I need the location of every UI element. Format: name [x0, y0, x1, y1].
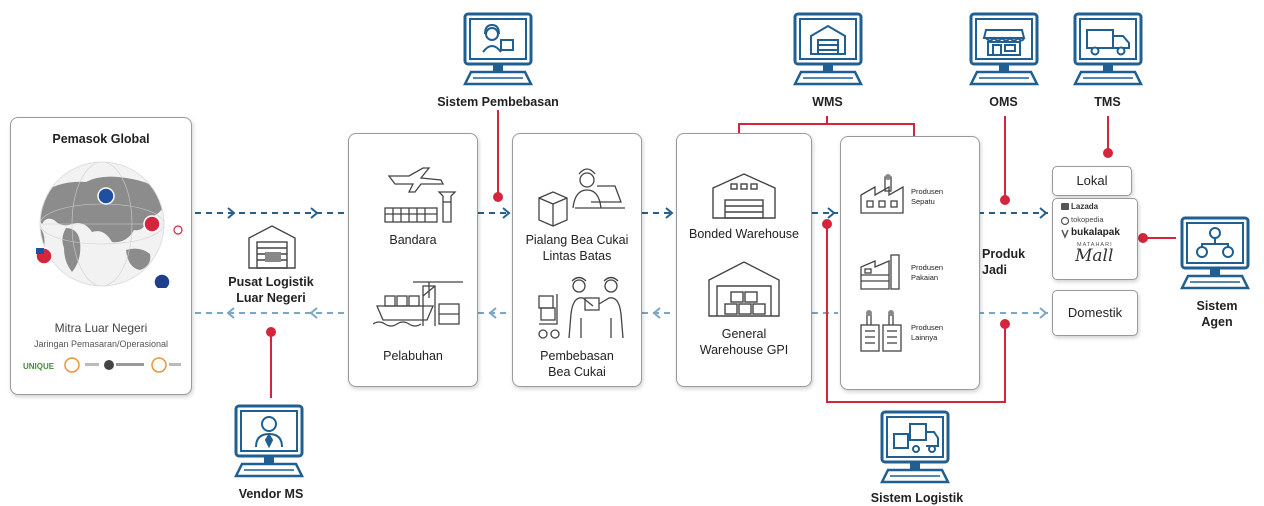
sistem-pembebasan-label: Sistem Pembebasan: [437, 95, 559, 109]
produk-jadi-label-1: Produk: [982, 247, 1026, 261]
eu-flag-icon: [97, 187, 115, 205]
factory-shoes-icon: [860, 174, 904, 214]
tms-icon[interactable]: [1073, 12, 1147, 92]
bonded-warehouse-icon: [712, 173, 776, 219]
warehouse-truck-icon: [248, 225, 296, 269]
general-warehouse-label-1: General: [721, 327, 767, 341]
mall-logo: Mall: [1075, 246, 1114, 266]
vendor-ms-label: Vendor MS: [238, 487, 304, 501]
produsen-sepatu-label-2: Sepatu: [911, 197, 935, 206]
wms-icon[interactable]: [793, 12, 867, 92]
pelabuhan-label: Pelabuhan: [383, 349, 443, 363]
pembebasan-label-1: Pembebasan: [540, 349, 614, 363]
lokal-box[interactable]: Lokal: [1052, 166, 1132, 196]
jaringan-label: Jaringan Pemasaran/Operasional: [33, 339, 169, 349]
warehouse-panel[interactable]: Bonded Warehouse General Warehouse GPI: [676, 133, 812, 387]
pialang-label-1: Pialang Bea Cukai: [525, 233, 629, 247]
produsen-pakaian-label-2: Pakaian: [911, 273, 939, 282]
pemasok-global-panel[interactable]: Pemasok Global Mitra Luar Negeri Jaringa…: [10, 117, 192, 395]
factory-clothes-icon: [860, 254, 900, 290]
globe-icon: [35, 161, 183, 288]
pialang-label-2: Lintas Batas: [542, 249, 612, 263]
seaport-icon: [373, 281, 463, 327]
produsen-sepatu-label-1: Produsen: [911, 187, 944, 196]
domestik-box[interactable]: Domestik: [1052, 290, 1138, 336]
sistem-agen-icon[interactable]: [1180, 216, 1254, 296]
partner-logos: [64, 357, 181, 373]
produsen-pakaian-label-1: Produsen: [911, 263, 944, 272]
tokopedia-logo: tokopedia: [1071, 215, 1104, 224]
bandara-label: Bandara: [389, 233, 437, 247]
vendor-ms-icon[interactable]: [234, 404, 308, 484]
lazada-logo: Lazada: [1071, 202, 1099, 211]
general-warehouse-label-2: Warehouse GPI: [699, 343, 789, 357]
mitra-label: Mitra Luar Negeri: [54, 321, 148, 335]
sistem-agen-label-2: Agen: [1201, 315, 1233, 329]
produsen-panel[interactable]: Produsen Sepatu Produsen Pakaian Produse…: [840, 136, 980, 390]
customs-clearance-icon: [538, 276, 624, 339]
sistem-agen-label-1: Sistem: [1196, 299, 1238, 313]
bandara-pelabuhan-panel[interactable]: Bandara Pelabuhan: [348, 133, 478, 387]
pusat-logistik-label-1: Pusat Logistik: [228, 275, 314, 289]
lokal-label: Lokal: [1076, 173, 1108, 188]
factory-other-icon: [860, 310, 902, 352]
pemasok-global-title: Pemasok Global: [52, 132, 150, 146]
australia-flag-icon: [153, 273, 171, 288]
china-flag-icon: [143, 215, 161, 233]
airport-icon: [384, 167, 457, 223]
wms-label: WMS: [812, 95, 843, 109]
produsen-lainnya-label-2: Lainnya: [911, 333, 938, 342]
bonded-warehouse-label: Bonded Warehouse: [688, 227, 800, 241]
tms-label: TMS: [1094, 95, 1121, 109]
japan-flag-icon: [173, 225, 183, 235]
bukalapak-logo: bukalapak: [1071, 227, 1120, 238]
sistem-pembebasan-icon[interactable]: [463, 12, 537, 92]
marketplace-box: Lazada tokopedia bukalapak MATAHARI Mall: [1052, 198, 1138, 280]
oms-label: OMS: [989, 95, 1018, 109]
unique-logo: UNIQUE: [23, 362, 55, 371]
produk-jadi-label-2: Jadi: [982, 263, 1008, 277]
domestik-label: Domestik: [1067, 305, 1123, 320]
produsen-lainnya-label-1: Produsen: [911, 323, 944, 332]
sistem-logistik-icon[interactable]: [880, 410, 954, 490]
general-warehouse-icon: [708, 261, 780, 317]
bea-cukai-panel[interactable]: Pialang Bea Cukai Lintas Batas Pembebasa…: [512, 133, 642, 387]
pembebasan-label-2: Bea Cukai: [548, 365, 606, 379]
oms-icon[interactable]: [969, 12, 1043, 92]
matahari-logo: MATAHARI: [1077, 242, 1113, 248]
pusat-logistik-label-2: Luar Negeri: [236, 291, 306, 305]
customs-broker-icon: [538, 168, 625, 227]
sistem-logistik-label: Sistem Logistik: [870, 491, 964, 505]
